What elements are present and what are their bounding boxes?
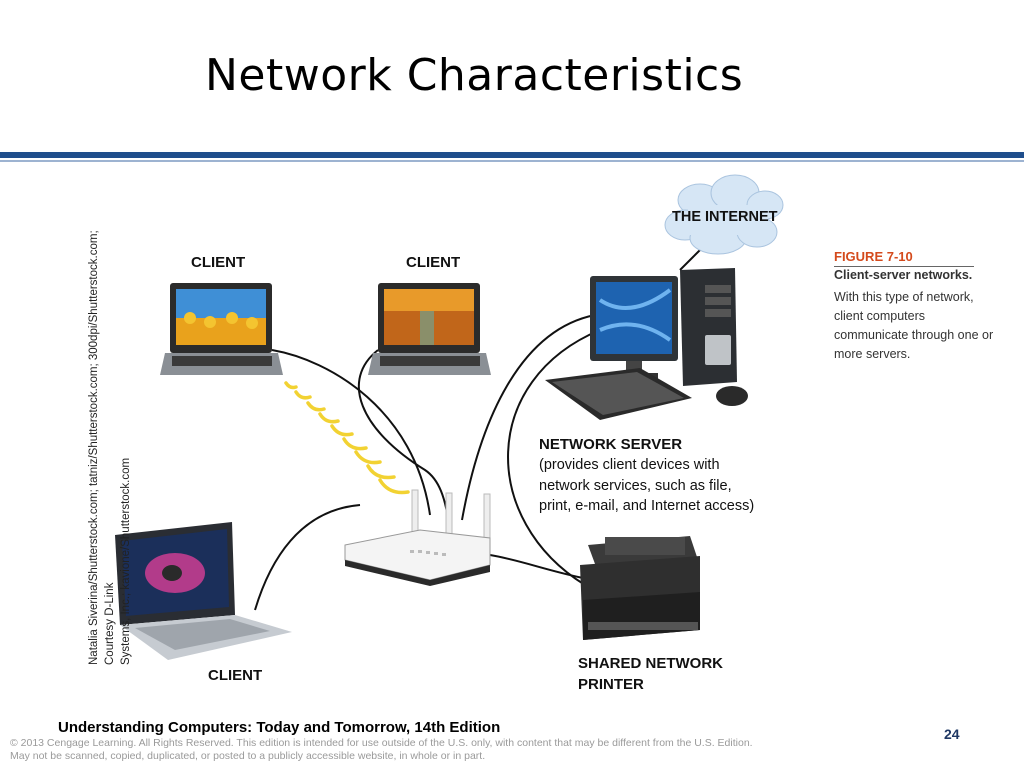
printer-label-line-1: SHARED NETWORK — [578, 655, 723, 672]
internet-cloud-icon — [664, 174, 784, 255]
cable-server-internet — [679, 249, 701, 271]
figure-caption-text: With this type of network, client comput… — [834, 290, 994, 361]
cable-client1-router — [271, 349, 431, 516]
copyright-line-2: May not be scanned, copied, duplicated, … — [10, 750, 486, 762]
server-description: (provides client devices with network se… — [539, 455, 754, 517]
title-divider-thin — [0, 160, 1024, 162]
printer-icon — [580, 536, 700, 640]
page-number: 24 — [944, 726, 960, 742]
figure-caption-title: Client-server networks. — [834, 268, 973, 282]
client-laptop-icon — [160, 283, 283, 375]
client-laptop-icon — [115, 522, 292, 660]
copyright-line-1: © 2013 Cengage Learning. All Rights Rese… — [10, 737, 753, 749]
figure-rule — [834, 266, 974, 267]
client-laptop-icon — [368, 283, 491, 375]
client-label-3: CLIENT — [208, 667, 263, 684]
cable-client3-router — [254, 504, 361, 611]
keyboard-icon — [545, 368, 692, 420]
printer-label-line-2: PRINTER — [578, 676, 644, 693]
mouse-icon — [716, 386, 748, 406]
server-tower-icon — [680, 268, 737, 386]
cable-client2-router — [357, 349, 449, 519]
router-icon — [344, 489, 491, 586]
copyright-notice: © 2013 Cengage Learning. All Rights Rese… — [10, 737, 753, 763]
internet-label: THE INTERNET — [672, 209, 778, 225]
photo-credit-line-1: Natalia Siverina/Shutterstock.com; tatni… — [88, 230, 116, 665]
server-desc-line: network services, such as file, — [539, 477, 732, 494]
photo-credit: Natalia Siverina/Shutterstock.com; tatni… — [86, 215, 134, 665]
slide-title: Network Characteristics — [205, 50, 744, 101]
photo-credit-line-2: Systems, Inc.; kavione/Shutterstock.com — [120, 457, 132, 665]
title-divider — [0, 152, 1024, 158]
cable-server-printer — [507, 329, 601, 586]
server-desc-line: print, e-mail, and Internet access) — [539, 498, 755, 514]
printer-label: SHARED NETWORK PRINTER — [578, 653, 723, 695]
figure-number: FIGURE 7-10 — [834, 249, 913, 264]
server-monitor-icon — [590, 276, 678, 379]
server-desc-line: (provides client devices with — [539, 457, 720, 473]
client-label-1: CLIENT — [191, 254, 246, 271]
wireless-signal-icon — [284, 381, 410, 495]
cable-server-router — [461, 314, 596, 521]
server-label: NETWORK SERVER — [539, 436, 683, 453]
client-label-2: CLIENT — [406, 254, 461, 271]
footer-book-title: Understanding Computers: Today and Tomor… — [58, 719, 501, 736]
